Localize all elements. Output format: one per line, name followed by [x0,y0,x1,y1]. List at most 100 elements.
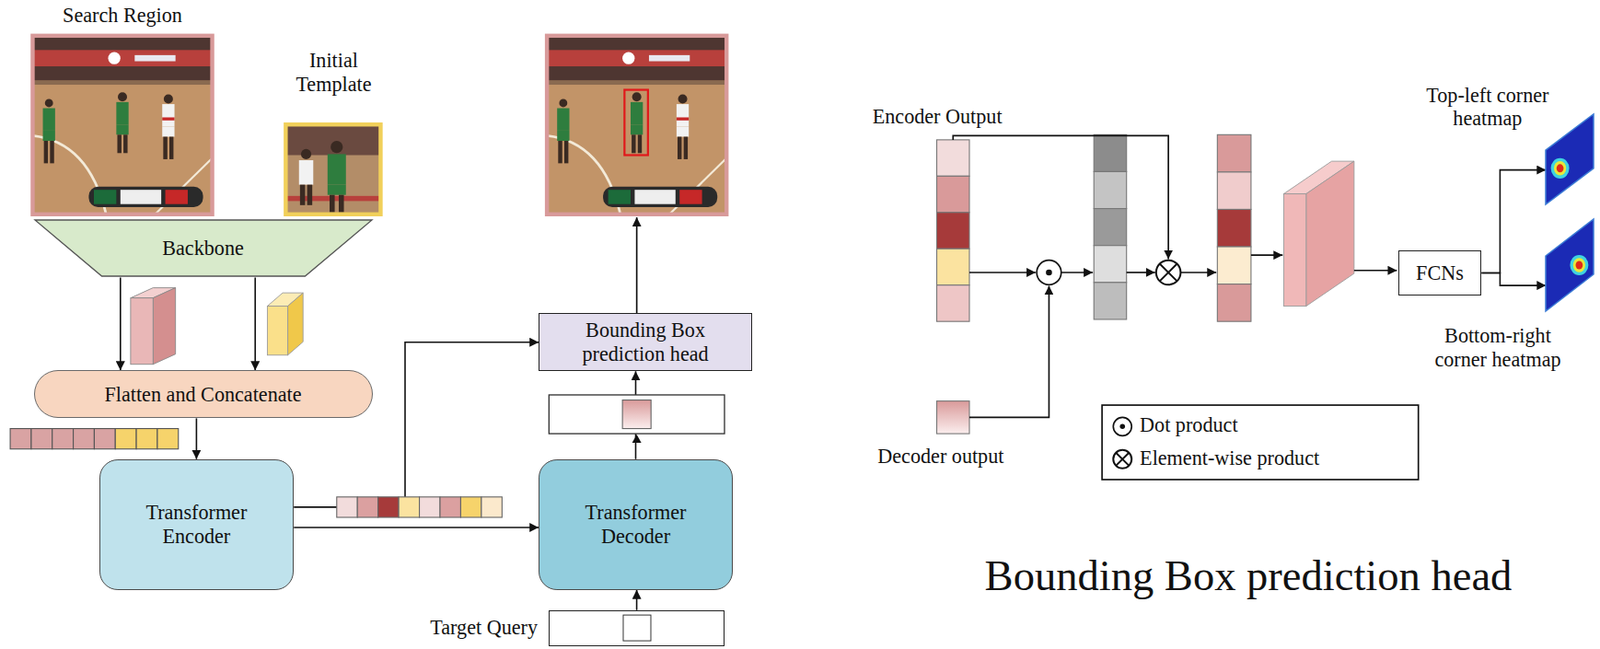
legend-text: Dot product [1139,413,1238,437]
feature-block-part [1306,161,1355,306]
dot-product-symbol-part [1045,269,1053,277]
connector-arrow [254,278,256,372]
head-wires-part [969,271,1036,274]
flatten-concat-box: Flatten and Concatenate [34,370,373,418]
encoder-output-strip-part [336,497,358,518]
template-image-part [285,124,381,155]
head-encoder-strip-part [937,248,970,285]
output-image-part [624,90,648,156]
node-label: Flatten and Concatenate [104,382,302,406]
dot-product-symbol [1036,260,1062,286]
head-encoder-strip-part [937,139,970,176]
heat-ring [1570,255,1589,276]
token-sequence [10,428,179,450]
weighted-strip-part [1217,208,1252,247]
attention-strip [1093,134,1126,320]
output-image [546,35,727,215]
corner-heatmap: Top-left corner heatmap [1545,114,1594,205]
fcn-box: FCNs [1398,250,1483,297]
template-feature-cuboid [266,292,303,356]
panel-caption: Bounding Box prediction head [985,551,1513,602]
template-image-part [300,185,306,206]
encoder-output-strip-part [357,497,378,518]
template-image-part [329,195,336,213]
search-feature-cuboid-part [152,288,175,365]
backbone-trapezoid: Backbone [34,219,373,278]
connector-arrow [293,342,539,508]
head-wires-part [969,285,1049,418]
heat-peak [1576,261,1584,270]
head-wires [952,135,1397,418]
weighted-strip-part [1217,284,1252,323]
encoder-output-strip-part [481,497,502,518]
head-encoder-strip-part [937,212,970,249]
feature-block-part [1283,194,1306,307]
output-image-part [546,35,727,215]
target-query-box: Target Query [548,610,725,647]
weighted-strip [1217,134,1252,322]
template-image [285,124,381,215]
head-encoder-strip-part [937,175,970,212]
heatmap-plane [1545,219,1594,312]
trapezoid-shape [34,220,372,277]
connector-arrow [1481,273,1546,287]
token-sequence-part [31,428,53,450]
head-wires-part [1251,254,1283,256]
decoder-box: Transformer Decoder [538,459,733,591]
head-wires-part [952,135,1169,259]
decoder-output-box-part [632,434,642,443]
encoder-output-strip-part [440,497,461,518]
node-label: Backbone [162,236,244,260]
attention-strip-part [1093,282,1126,320]
template-image-part [285,124,381,215]
token-sequence-part [136,428,158,450]
text-label: Initial Template [289,48,378,96]
weighted-strip-part [1217,172,1252,210]
elementwise-symbol-part [1156,260,1182,286]
text-label: Encoder Output [872,104,1003,128]
encoder-output-strip [336,497,503,518]
token-sequence-part [93,428,116,450]
feature-block [1283,161,1354,306]
template-feature-cuboid-part [288,292,304,356]
heatmap-graphic [1545,219,1594,312]
template-image-part [307,185,314,206]
attention-strip-part [1093,245,1126,283]
encoder-output-strip-part [419,497,441,518]
attention-strip-part [1093,171,1126,209]
connector-arrow [196,417,198,459]
output-image-part [546,35,727,215]
weighted-strip-part [1217,246,1252,285]
connector-arrow [636,590,638,611]
corner-heatmap: Bottom-right corner heatmap [1545,219,1594,312]
connector-arrow [119,278,122,372]
head-encoder-strip-part [937,285,970,322]
token-sequence-part [52,428,74,450]
template-image-part [338,195,345,213]
connector-arrow [293,526,539,529]
token-sequence-part [157,428,179,450]
encoder-box: Transformer Encoder [99,459,295,591]
heat-ring [1551,158,1570,179]
token-sequence-part [73,428,95,450]
search-region-image-part [32,35,212,215]
query-token [622,614,651,642]
token-sequence-part [115,428,137,450]
attention-strip-part [1093,134,1126,172]
legend-box [1101,405,1419,480]
token-sequence-part [10,428,32,450]
template-image-part [299,160,314,186]
decoder-token [937,401,970,434]
head-encoder-strip [937,139,970,322]
heatmap-plane [1545,114,1594,205]
connector-arrow [1481,170,1546,274]
attention-strip-part [1093,208,1126,246]
node-label: Bounding Box prediction head [571,318,719,366]
template-image-part [285,124,381,215]
search-feature-cuboid-part [130,298,153,365]
template-image-part [301,149,312,160]
text-label: Search Region [62,3,183,27]
node-label: Bottom-right corner heatmap [1424,324,1572,372]
head-wires-part [1354,269,1398,272]
weighted-strip-part [1217,134,1252,173]
